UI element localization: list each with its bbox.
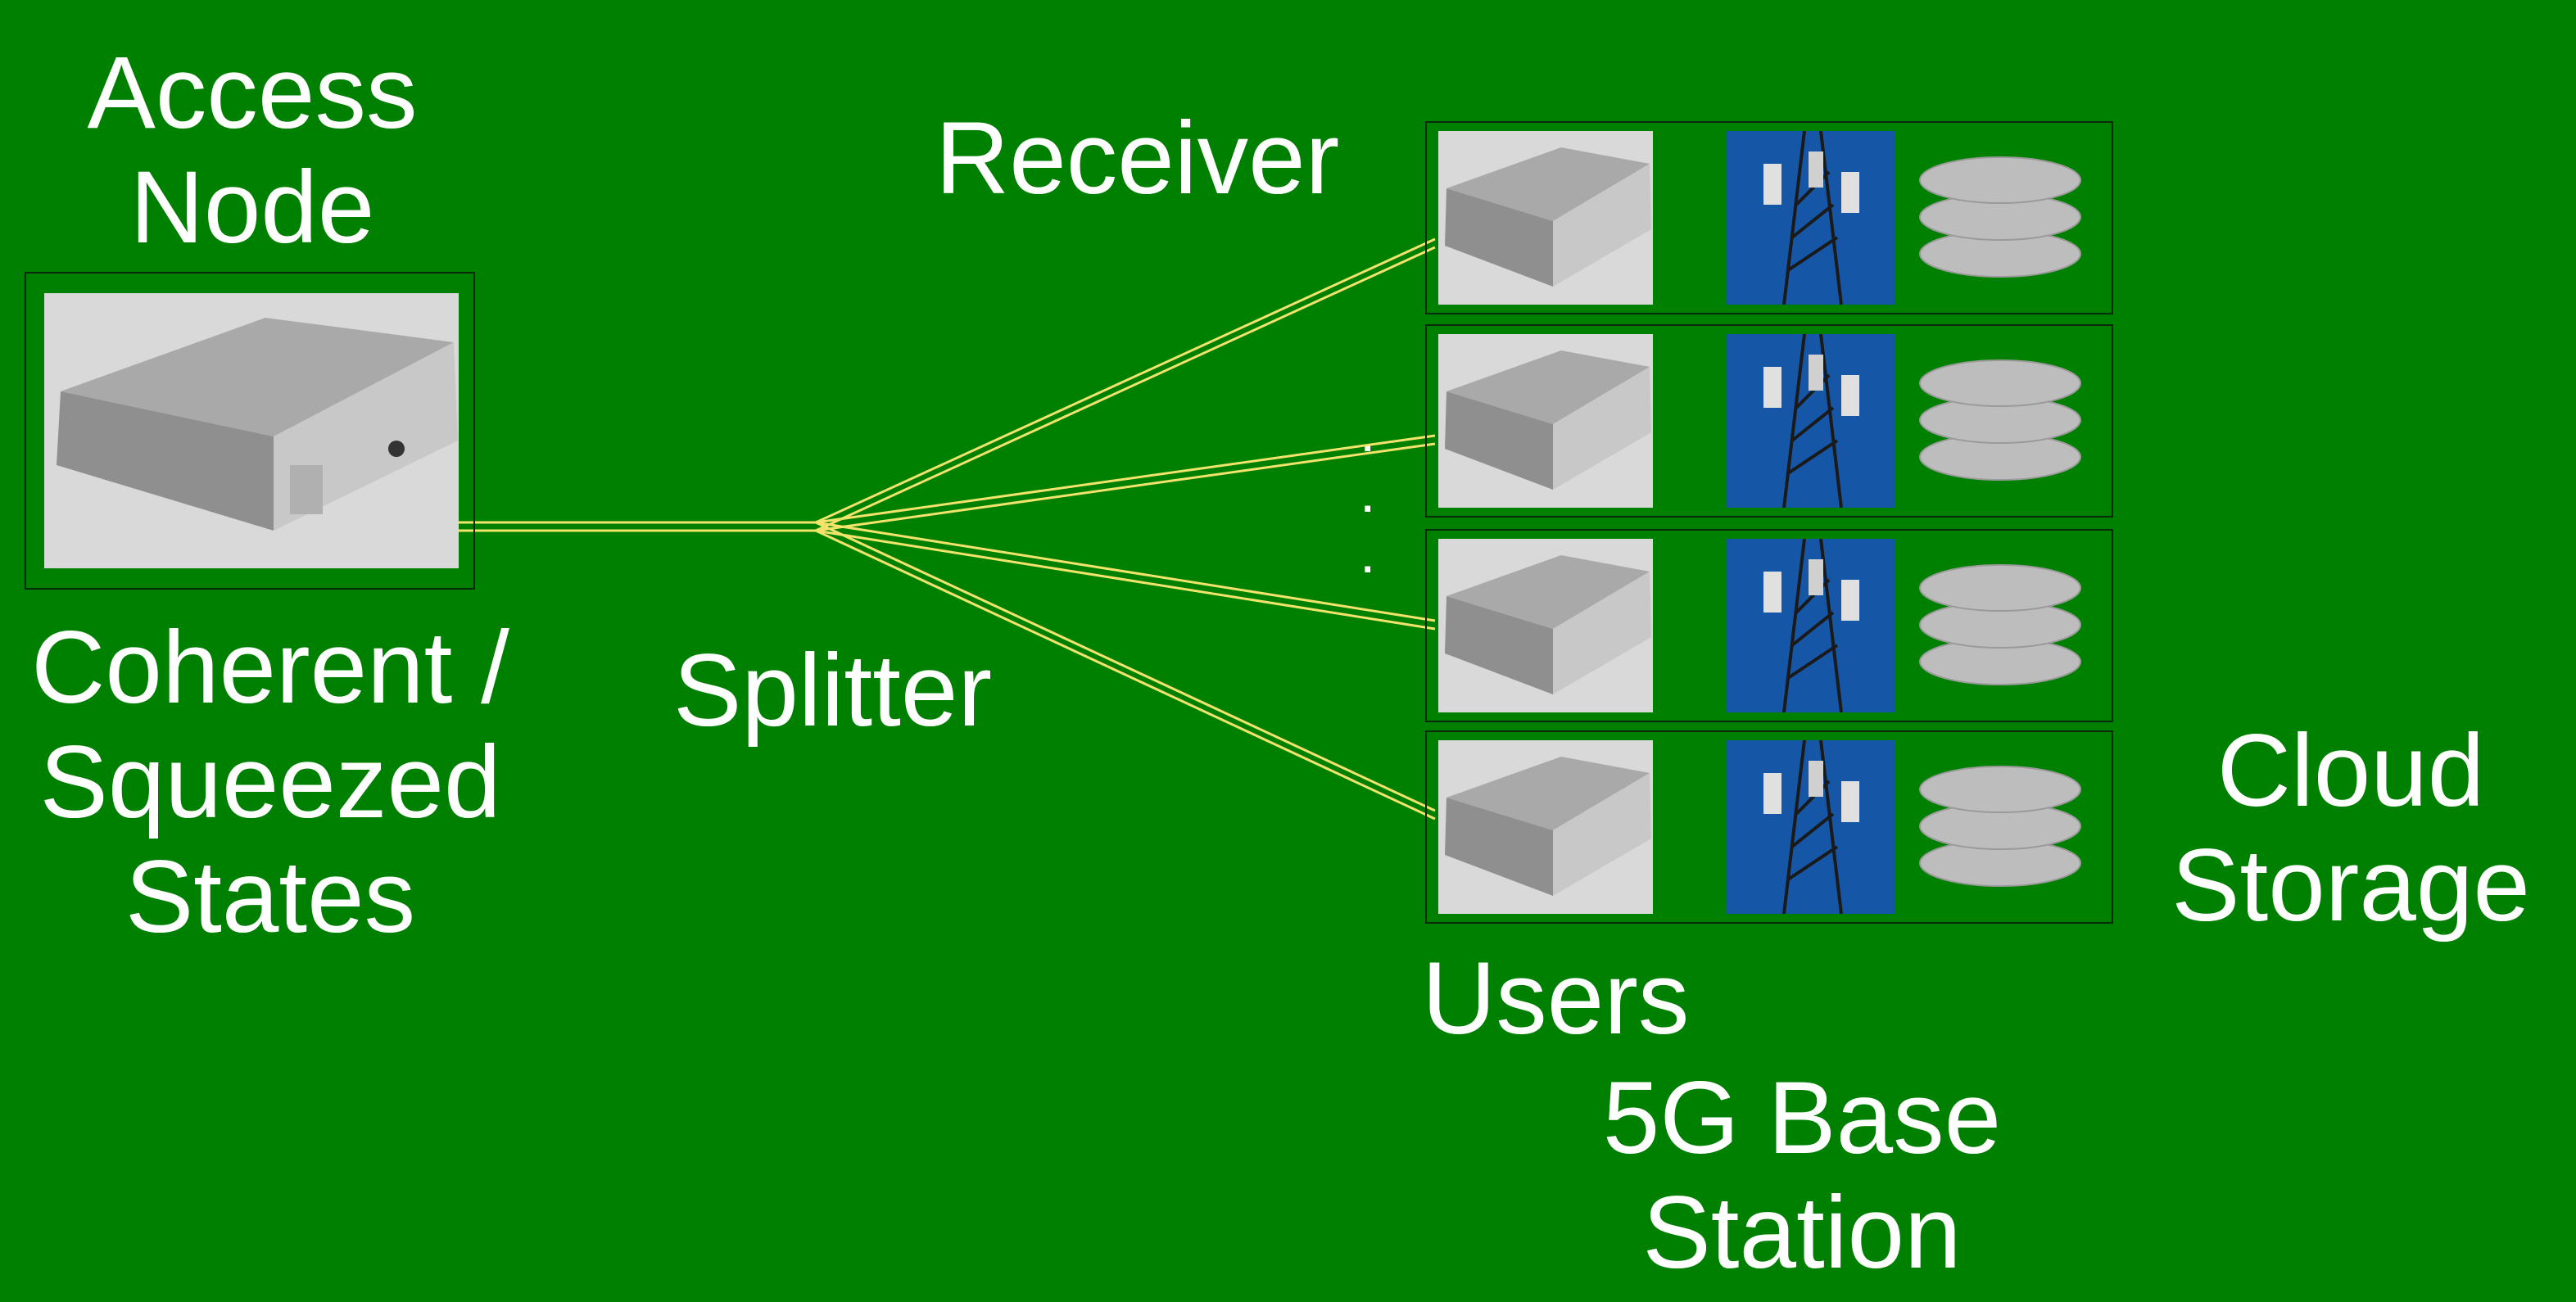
receiver-label: Receiver <box>935 102 1340 215</box>
user-row <box>1425 730 2113 924</box>
cloud-storage-label: Cloud Storage <box>2171 714 2530 943</box>
branch-fiber-1 <box>815 237 1436 524</box>
branch-fiber-3 <box>815 521 1436 622</box>
branch-fiber-2 <box>815 442 1436 532</box>
cloud-storage-icon <box>1918 563 2082 686</box>
user-row <box>1425 529 2113 722</box>
5g-tower-icon <box>1727 539 1895 712</box>
cloud-storage-icon <box>1918 359 2082 481</box>
states-label: Coherent / Squeezed States <box>31 611 509 954</box>
branch-fiber-3 <box>815 529 1436 631</box>
cloud-storage-icon <box>1918 765 2082 888</box>
branch-fiber-4 <box>815 521 1436 812</box>
user-row <box>1425 121 2113 314</box>
branch-fiber-2 <box>815 434 1436 524</box>
branch-fiber-1 <box>815 246 1436 532</box>
cloud-storage-icon <box>1918 156 2082 278</box>
5g-tower-icon <box>1727 740 1895 914</box>
server-device-icon <box>1438 131 1653 305</box>
users-label: Users <box>1422 942 1690 1056</box>
access-node-box <box>25 272 475 590</box>
ellipsis-dot: . <box>1360 521 1376 585</box>
base-station-label: 5G Base Station <box>1602 1061 2002 1290</box>
user-row <box>1425 324 2113 518</box>
server-device-icon <box>1438 539 1653 712</box>
access-node-label: Access Node <box>87 36 418 264</box>
server-device-icon <box>1438 334 1653 508</box>
ellipsis-dot: . <box>1360 400 1376 463</box>
5g-tower-icon <box>1727 334 1895 508</box>
server-device-icon <box>1438 740 1653 914</box>
splitter-label: Splitter <box>673 634 993 748</box>
server-device-icon <box>44 293 459 568</box>
5g-tower-icon <box>1727 131 1895 305</box>
ellipsis-dot: . <box>1360 460 1376 524</box>
branch-fiber-4 <box>815 529 1436 821</box>
